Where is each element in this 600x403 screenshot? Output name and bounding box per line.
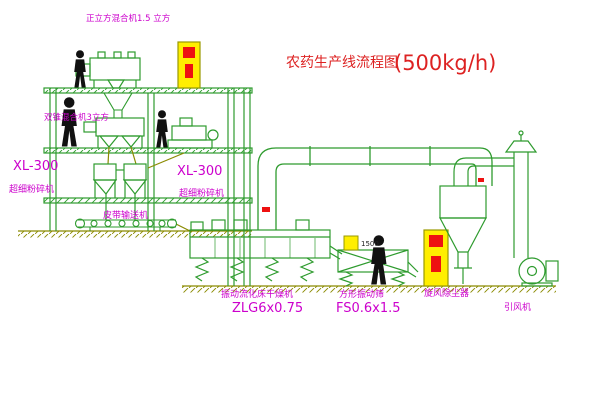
- label-fan: 引风机: [504, 301, 531, 313]
- spring: [229, 257, 245, 282]
- belt-conveyor: [74, 218, 178, 231]
- fluid-bed-dryer: [189, 219, 343, 282]
- control-panel-b: [423, 229, 449, 287]
- label-sieve-name: 方形振动筛: [339, 288, 384, 300]
- mill-mid: [167, 117, 219, 149]
- double-cone-mixer: [83, 117, 145, 148]
- sieve-feed-box: [343, 235, 359, 251]
- label-conveyor: 皮带输送机: [103, 209, 148, 221]
- panel-a-display: [183, 47, 195, 58]
- exhaust-stack: [504, 130, 538, 258]
- label-mill-mid-name: 超细粉碎机: [179, 187, 224, 199]
- label-mixer-top: 正立方混合机1.5 立方: [86, 13, 170, 24]
- page-title: 农药生产线流程图: [286, 55, 398, 71]
- spring: [338, 271, 354, 287]
- spring: [390, 271, 406, 287]
- label-mill-left-model: XL-300: [13, 159, 58, 174]
- label-dryer-model: ZLG6x0.75: [232, 301, 303, 316]
- label-sieve-model: FS0.6x1.5: [336, 301, 401, 316]
- person-figure: [156, 110, 168, 148]
- flange-mark: [262, 207, 270, 212]
- label-mill-left-name: 超细粉碎机: [9, 183, 54, 195]
- page-title-capacity: (500kg/h): [394, 51, 496, 75]
- person-figure: [74, 50, 86, 88]
- panel-b-buttons: [431, 256, 441, 272]
- label-mixer-double: 双锥混合机3立方: [44, 112, 109, 123]
- cube-mixer: [75, 51, 141, 89]
- spring: [299, 257, 315, 282]
- building-frame: [43, 87, 253, 286]
- mill-left-collectors: [92, 163, 148, 220]
- spring: [264, 257, 280, 282]
- cyclone-separator: [439, 157, 514, 284]
- discharge-chute: [107, 146, 193, 233]
- spring: [194, 257, 210, 282]
- panel-a-buttons: [185, 64, 193, 78]
- panel-b-display: [429, 235, 443, 247]
- control-panel-a: [177, 41, 201, 89]
- induced-fan: [518, 257, 559, 287]
- dim-sieve-feed: 1500: [361, 240, 379, 248]
- label-mill-mid-model: XL-300: [177, 164, 222, 179]
- vent-cap: [504, 140, 538, 153]
- label-dryer-name: 振动流化床干燥机: [221, 288, 293, 300]
- ground-line-left: [18, 230, 252, 238]
- flange-mark: [478, 178, 484, 182]
- transfer-hopper: [103, 92, 133, 118]
- label-cyclone: 旋风除尘器: [424, 287, 469, 299]
